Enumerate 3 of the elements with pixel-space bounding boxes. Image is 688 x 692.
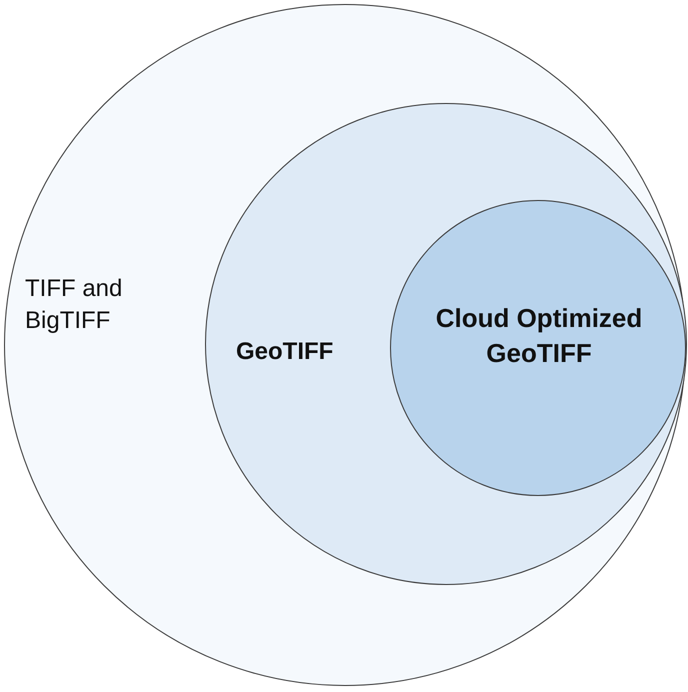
set-label: Cloud Optimized GeoTIFF — [434, 302, 644, 370]
set-label: TIFF and BigTIFF — [25, 274, 124, 336]
set-label: GeoTIFF — [236, 337, 334, 367]
